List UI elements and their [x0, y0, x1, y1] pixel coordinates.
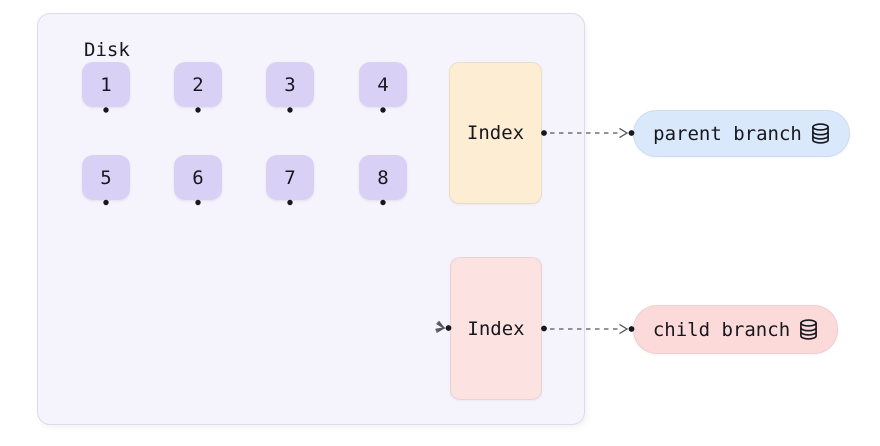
parent-branch-label: parent branch [653, 122, 802, 145]
arrowhead-icon [619, 323, 629, 335]
page-block-8: 8 [359, 155, 407, 200]
arrowhead-icon [619, 127, 629, 139]
page-number: 4 [377, 73, 389, 96]
page-number: 5 [100, 166, 112, 189]
page-number: 1 [100, 73, 112, 96]
page-number: 7 [284, 166, 296, 189]
page-block-6: 6 [174, 155, 222, 200]
page-block-3: 3 [266, 62, 314, 107]
child-index-box: Index [450, 257, 542, 400]
parent-branch-pill: parent branch [633, 110, 850, 157]
page-number: 8 [377, 166, 389, 189]
page-block-1: 1 [82, 62, 130, 107]
parent-index-label: Index [466, 122, 525, 144]
page-block-5: 5 [82, 155, 130, 200]
page-block-2: 2 [174, 62, 222, 107]
page-block-4: 4 [359, 62, 407, 107]
database-icon [811, 123, 829, 144]
page-block-7: 7 [266, 155, 314, 200]
database-icon [800, 319, 818, 340]
parent-index-box: Index [449, 62, 542, 204]
child-branch-pill: child branch [633, 305, 838, 354]
page-number: 2 [192, 73, 204, 96]
page-number: 3 [284, 73, 296, 96]
disk-label: Disk [84, 39, 130, 61]
child-index-label: Index [467, 317, 525, 340]
child-branch-label: child branch [652, 318, 791, 341]
page-number: 6 [192, 166, 204, 189]
